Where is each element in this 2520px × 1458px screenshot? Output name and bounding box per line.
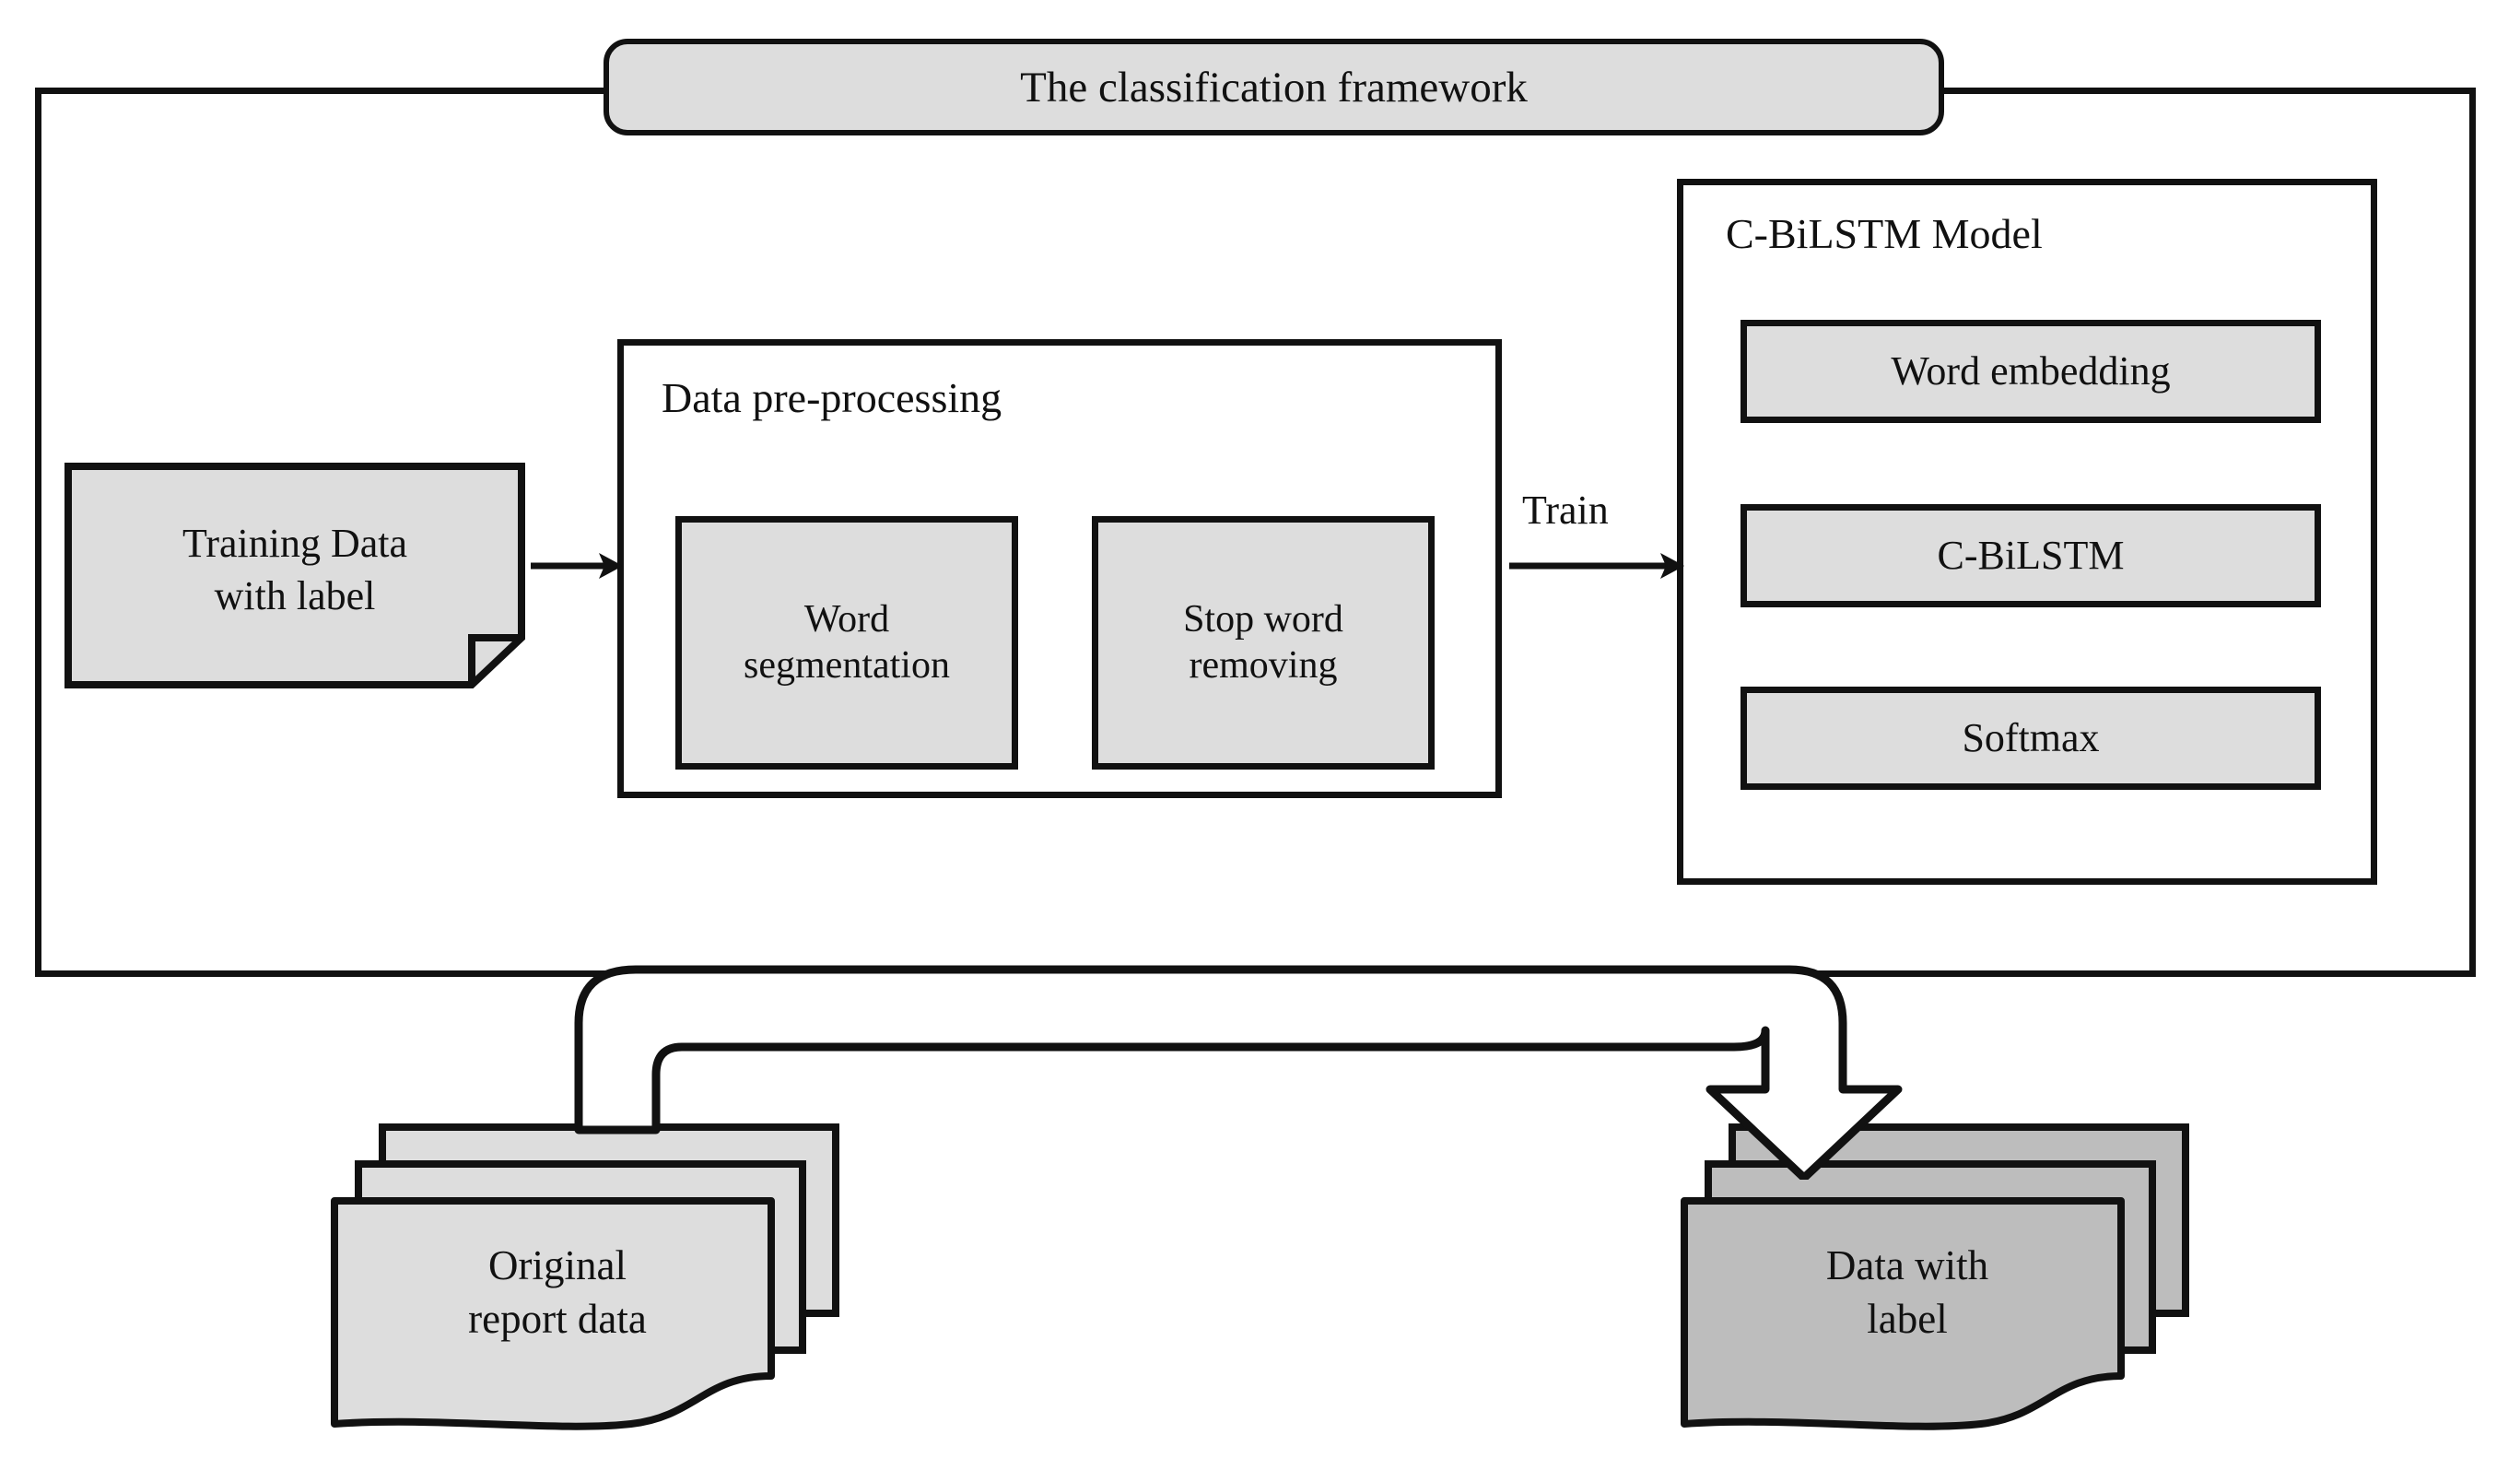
arrow-original-to-labelled [488, 931, 2055, 1180]
stop-word-removing-label: Stop word removing [1183, 597, 1343, 688]
word-segmentation-line2: segmentation [744, 643, 950, 687]
preprocessing-step-word-segmentation: Word segmentation [675, 516, 1018, 770]
model-layer-c-bilstm: C-BiLSTM [1741, 504, 2321, 607]
framework-title-banner: The classification framework [604, 39, 1944, 135]
stop-word-removing-line2: removing [1189, 643, 1338, 687]
arrow-training-to-preprocessing [531, 546, 623, 586]
word-segmentation-label: Word segmentation [744, 597, 950, 688]
c-bilstm-model-title-text: C-BiLSTM Model [1726, 209, 2043, 257]
framework-title-text: The classification framework [1020, 63, 1528, 112]
document-stack-shape [331, 1123, 839, 1430]
data-preprocessing-title: Data pre-processing [662, 369, 1307, 426]
preprocessing-step-stop-word-removing: Stop word removing [1092, 516, 1435, 770]
train-arrow-label: Train [1522, 487, 1609, 534]
arrow-icon [1509, 553, 1684, 579]
softmax-label: Softmax [1962, 715, 2100, 761]
training-data-node: Training Data with label [64, 463, 525, 688]
arrow-preprocessing-to-model [1509, 546, 1684, 586]
training-data-document-shape [64, 463, 525, 688]
arrow-icon [531, 553, 623, 579]
model-layer-softmax: Softmax [1741, 687, 2321, 790]
document-stack-shape [1681, 1123, 2189, 1430]
hollow-block-arrow-icon [574, 965, 1903, 1180]
word-embedding-label: Word embedding [1891, 348, 2171, 394]
word-segmentation-line1: Word [803, 597, 890, 641]
data-preprocessing-title-text: Data pre-processing [662, 373, 1002, 421]
model-layer-word-embedding: Word embedding [1741, 320, 2321, 423]
original-report-data-node: Original report data [327, 1120, 843, 1438]
stop-word-removing-line1: Stop word [1183, 597, 1343, 641]
c-bilstm-model-title: C-BiLSTM Model [1726, 205, 2279, 262]
train-arrow-label-text: Train [1522, 488, 1609, 533]
c-bilstm-layer-label: C-BiLSTM [1937, 533, 2125, 579]
